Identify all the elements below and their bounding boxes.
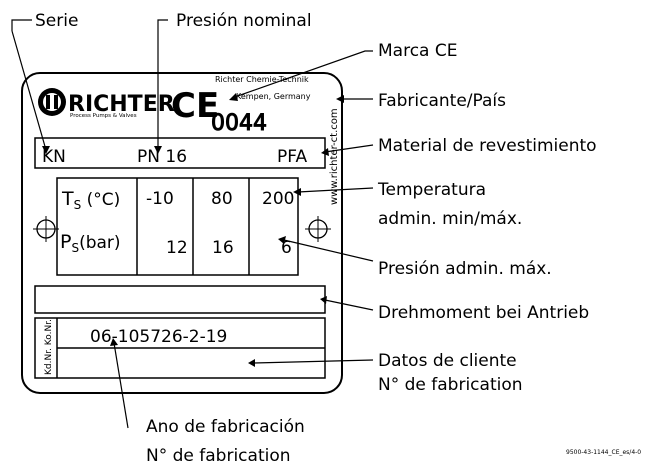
arrowheads [42, 93, 344, 367]
callout-temperatura-2: admin. min/máx. [378, 209, 522, 229]
callout-presion-admin: Presión admin. máx. [378, 259, 552, 279]
temp-subscript: S [74, 198, 82, 212]
ce-mark: CE [171, 86, 219, 126]
torque-box [34, 285, 326, 314]
callout-material: Material de revestimiento [378, 136, 597, 156]
nameplate-outline [21, 72, 343, 394]
callout-datos-cliente-1: Datos de cliente [378, 351, 517, 371]
svg-text:TS (°C): TS (°C) [61, 188, 120, 212]
mounting-hole-right [305, 216, 331, 242]
callout-temperatura-1: Temperatura [377, 180, 486, 200]
website-text: www.richter-ct.com [329, 108, 340, 205]
brand-tagline: Process Pumps & Valves [70, 113, 137, 119]
richter-logo: RICHTER Process Pumps & Valves [38, 88, 175, 119]
callout-fabricante: Fabricante/País [378, 91, 506, 111]
leader-lines [11, 19, 374, 429]
temp-label: T [61, 188, 74, 210]
ratings-table: TS (°C) -10 80 200 PS(bar) 12 16 6 [56, 177, 299, 276]
kd-ko-label: Kd.Nr. Ko.Nr. [44, 319, 54, 375]
callout-ano-2: N° de fabrication [146, 446, 291, 464]
callout-ano-1: Ano de fabricación [146, 417, 305, 437]
callout-marca-ce: Marca CE [378, 41, 457, 61]
notified-body-number: 0044 [211, 111, 267, 136]
mounting-hole-left [33, 216, 59, 242]
press-value-2: 16 [212, 238, 234, 258]
press-value-3: 6 [281, 238, 292, 258]
temp-mid: 80 [211, 189, 233, 209]
manufacturer-location: Kempen, Germany [236, 92, 311, 101]
manufacturer-name: Richter Chemie-Technik [215, 75, 309, 84]
svg-text:PS(bar): PS(bar) [60, 231, 121, 255]
callout-datos-cliente-2: N° de fabrication [378, 375, 523, 395]
temp-min: -10 [146, 189, 174, 209]
series-value: KN [42, 147, 66, 167]
press-label: P [60, 231, 71, 253]
temp-unit: (°C) [81, 190, 120, 210]
document-code: 9500-43-1144_CE_es/4-0 [566, 449, 641, 456]
callout-serie: Serie [35, 11, 78, 31]
serial-number: 06-105726-2-19 [90, 327, 227, 347]
temp-max: 200 [262, 189, 294, 209]
callout-presion-nominal: Presión nominal [176, 11, 312, 31]
press-value-1: 12 [166, 238, 188, 258]
callout-drehmoment: Drehmoment bei Antrieb [378, 303, 589, 323]
press-subscript: S [71, 241, 79, 255]
brand-name: RICHTER [68, 92, 175, 117]
press-unit: (bar) [79, 233, 120, 253]
lining-value: PFA [277, 147, 307, 167]
pn-value: PN 16 [137, 147, 187, 167]
